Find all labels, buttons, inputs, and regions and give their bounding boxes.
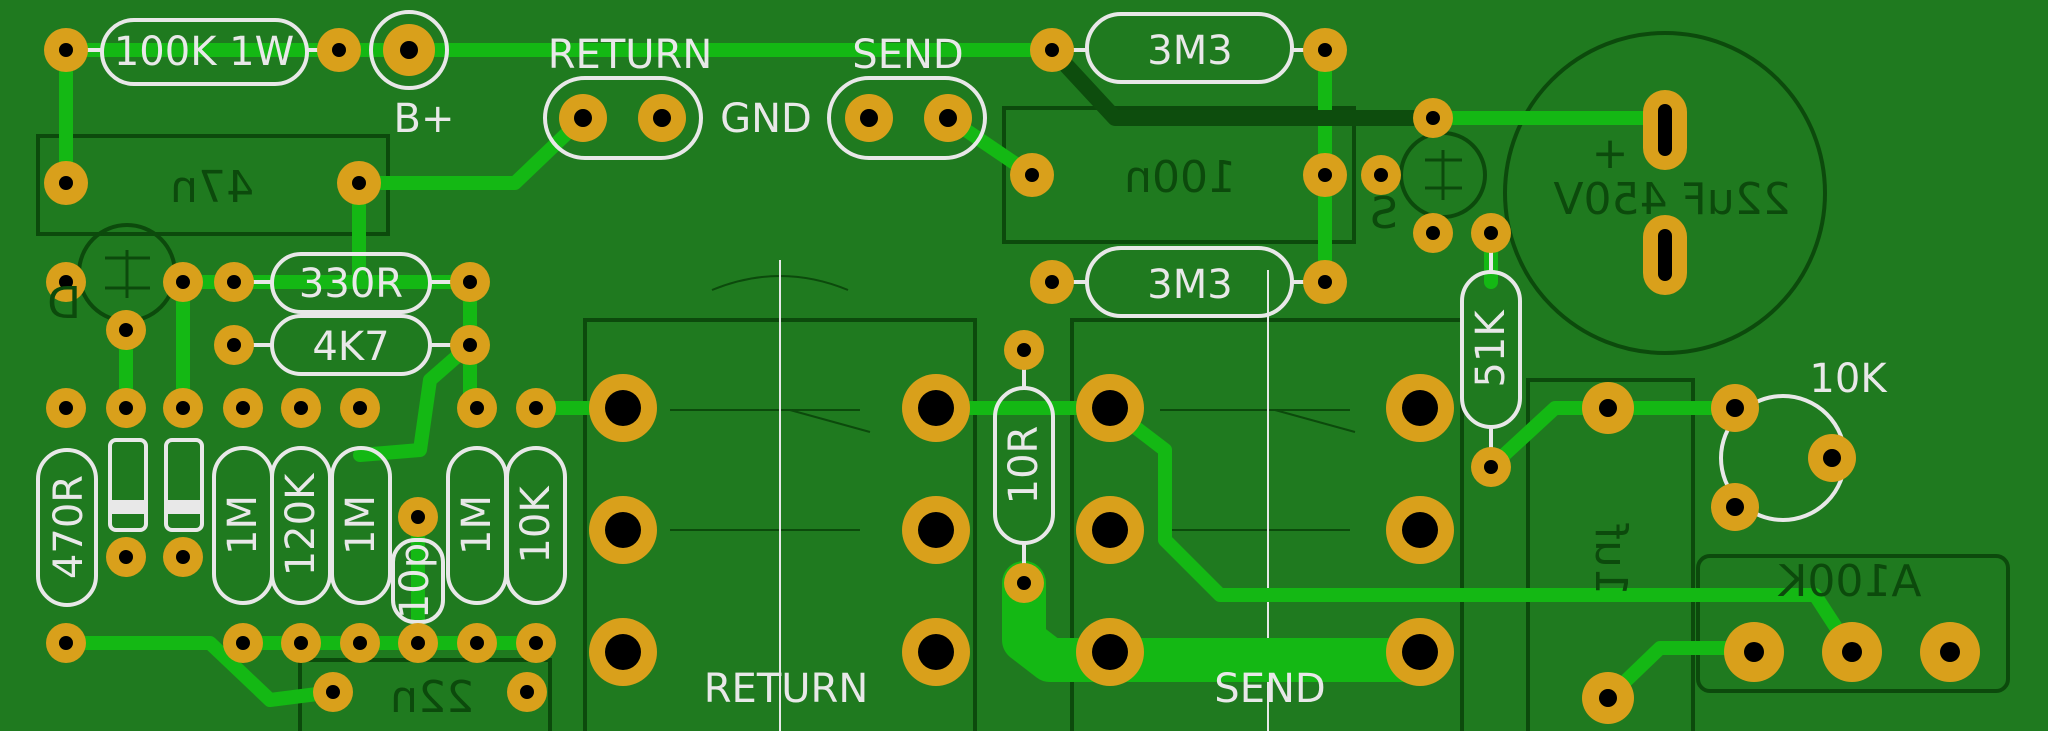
label-10p: 10p bbox=[392, 543, 438, 619]
label-1m-c: 1M bbox=[454, 495, 500, 555]
trace-4k7 bbox=[353, 338, 477, 462]
label-d-mark: D bbox=[47, 278, 81, 329]
cap-22uf-hole-plus bbox=[1658, 104, 1672, 156]
cap-10p-body bbox=[391, 538, 445, 624]
trace-bottom-left bbox=[59, 636, 340, 707]
trace-wide-send bbox=[1002, 561, 1442, 682]
label-470r: 470R bbox=[46, 475, 92, 579]
res-1m-b-body bbox=[330, 446, 392, 605]
label-gnd: GND bbox=[720, 96, 812, 142]
label-return-bottom: RETURN bbox=[704, 666, 869, 712]
pot-a100k-outline bbox=[1696, 554, 2010, 693]
diode-2-body bbox=[164, 438, 204, 532]
fet-symbol-1 bbox=[105, 250, 150, 298]
res-10k-body bbox=[505, 446, 567, 605]
trace-return-jack bbox=[352, 111, 590, 190]
label-100k-1w: 100K 1W bbox=[114, 29, 294, 75]
label-10k: 10K bbox=[513, 485, 559, 564]
label-1m-b: 1M bbox=[338, 495, 384, 555]
label-plus: + bbox=[1592, 128, 1629, 179]
label-1uf: 1uf bbox=[1585, 523, 1636, 596]
label-b-plus: B+ bbox=[394, 96, 455, 142]
label-s-mark: S bbox=[1370, 188, 1398, 239]
label-330r: 330R bbox=[299, 261, 403, 307]
jack-send-outline bbox=[827, 76, 987, 160]
cap-100n-outline bbox=[1002, 106, 1356, 244]
cap-22uf-outline bbox=[1503, 31, 1827, 355]
label-3m3-mid: 3M3 bbox=[1147, 262, 1232, 308]
label-3m3-top: 3M3 bbox=[1147, 28, 1232, 74]
label-47n: 47n bbox=[170, 162, 254, 213]
label-return-top: RETURN bbox=[548, 32, 713, 78]
label-22n: 22n bbox=[390, 672, 474, 723]
label-4k7: 4K7 bbox=[312, 324, 389, 370]
label-22uf-450v: 22uF 450V bbox=[1553, 174, 1790, 225]
trace-send-route bbox=[1103, 401, 1859, 659]
pad-holes-small bbox=[59, 41, 1841, 707]
label-1m-a: 1M bbox=[220, 495, 266, 555]
jack-return-outline bbox=[543, 76, 703, 160]
cap-1uf-outline bbox=[1526, 378, 1695, 731]
diode-bands bbox=[110, 500, 202, 514]
res-470r-body bbox=[36, 448, 98, 607]
label-send-bottom: SEND bbox=[1214, 666, 1325, 712]
label-a100k: A100K bbox=[1777, 556, 1921, 607]
b-plus-ring bbox=[369, 10, 449, 90]
label-10r: 10R bbox=[1001, 426, 1047, 505]
label-120k: 120K bbox=[278, 472, 324, 576]
label-100n: 100n bbox=[1124, 152, 1236, 203]
relay-holes bbox=[605, 390, 1960, 670]
trace-dark-bias bbox=[1044, 42, 1433, 126]
trace-pot-10k bbox=[1484, 401, 1742, 474]
label-send-top: SEND bbox=[852, 32, 963, 78]
fet-symbol-2 bbox=[1425, 150, 1462, 200]
label-pot-10k: 10K bbox=[1809, 356, 1888, 402]
label-51k: 51K bbox=[1468, 309, 1514, 388]
cap-22uf-hole-minus bbox=[1658, 229, 1672, 281]
diode-1-body bbox=[108, 438, 148, 532]
